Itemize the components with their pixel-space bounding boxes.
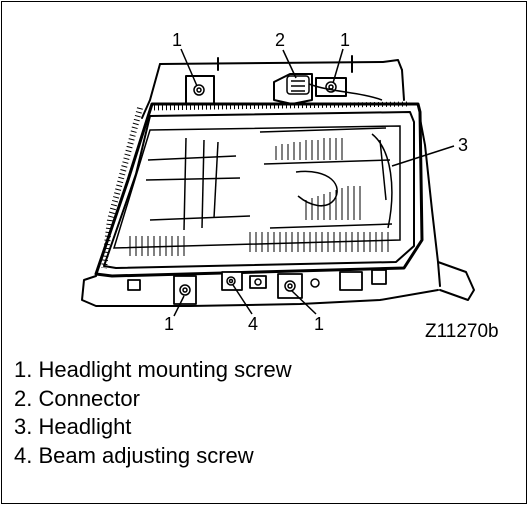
lower-tabs [127, 269, 387, 305]
mounting-screw-icon [284, 280, 296, 292]
lens-lines [145, 127, 393, 231]
mounting-screw-icon [193, 84, 205, 96]
upper-screws [193, 81, 337, 96]
legend-item-beam-adjusting-screw: 4. Beam adjusting screw [14, 442, 254, 468]
legend-list: 1. Headlight mounting screw 2. Connector… [14, 356, 292, 470]
body-panel [81, 55, 475, 307]
callout-2-connector: 2 [275, 30, 285, 50]
callout-4-adjuster: 4 [248, 314, 258, 334]
connector-icon [286, 75, 383, 101]
callout-1-top-left: 1 [172, 30, 182, 50]
lower-screws [179, 276, 320, 296]
callout-3-headlight: 3 [458, 135, 468, 155]
mounting-screw-icon [179, 284, 191, 296]
callout-1-top-right: 1 [340, 30, 350, 50]
legend-item-connector: 2. Connector [14, 385, 140, 411]
legend-item-mounting-screw: 1. Headlight mounting screw [14, 357, 292, 382]
callout-leaders [173, 48, 455, 317]
legend-item-headlight: 3. Headlight [14, 414, 132, 439]
beam-adjusting-screw-icon [226, 276, 236, 286]
callout-1-bottom-left: 1 [164, 314, 174, 334]
mounting-screw-icon [325, 81, 337, 93]
lens-hatching [129, 138, 389, 256]
headlight-unit [94, 101, 424, 278]
callout-1-bottom-right: 1 [314, 314, 324, 334]
figure-id: Z11270b [425, 321, 499, 342]
